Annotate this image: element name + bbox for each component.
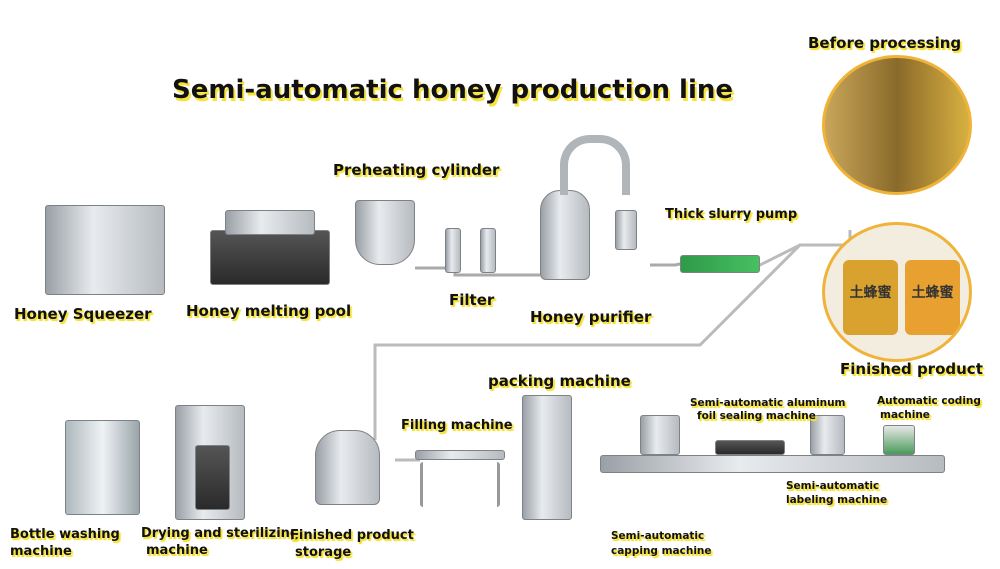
label-storage-1: Finished product bbox=[290, 528, 414, 543]
capping-machine bbox=[640, 415, 680, 455]
honey-purifier-machine bbox=[540, 190, 590, 280]
melting-pool-tanks bbox=[225, 210, 315, 235]
drying-machine-door bbox=[195, 445, 230, 510]
purifier-vapor-pipe bbox=[560, 135, 630, 195]
purifier-control-box bbox=[615, 210, 637, 250]
label-labeling-2: labeling machine bbox=[786, 494, 888, 506]
label-drying-1: Drying and sterilizing bbox=[141, 526, 300, 541]
finished-product-storage-tank bbox=[315, 430, 380, 505]
label-capping-2: capping machine bbox=[611, 545, 712, 557]
page-title: Semi-automatic honey production line bbox=[172, 75, 734, 105]
label-labeling-1: Semi-automatic bbox=[786, 480, 880, 492]
honey-jar-2: 土蜂蜜 bbox=[905, 260, 960, 335]
label-bottle-washing-1: Bottle washing bbox=[10, 527, 120, 542]
packing-machine bbox=[522, 395, 572, 520]
filter-1 bbox=[445, 228, 461, 273]
label-honey-purifier: Honey purifier bbox=[530, 308, 652, 326]
label-filter: Filter bbox=[449, 291, 495, 309]
thick-slurry-pump-machine bbox=[680, 255, 760, 273]
preheating-cylinder-machine bbox=[355, 200, 415, 265]
label-finished-product: Finished product bbox=[840, 360, 983, 378]
label-preheating-cylinder: Preheating cylinder bbox=[333, 161, 500, 179]
label-coding-2: machine bbox=[880, 409, 930, 421]
honey-squeezer-machine bbox=[45, 205, 165, 295]
labeling-machine bbox=[810, 415, 845, 455]
honey-jar-1: 土蜂蜜 bbox=[843, 260, 898, 335]
bottle-washing-machine bbox=[65, 420, 140, 515]
finished-product-photo: 土蜂蜜 土蜂蜜 bbox=[822, 222, 972, 362]
label-capping-1: Semi-automatic bbox=[611, 530, 705, 542]
filling-machine bbox=[415, 450, 505, 460]
label-before-processing: Before processing bbox=[808, 34, 962, 52]
filling-machine-stand bbox=[420, 462, 500, 507]
label-foil-sealing-2: foil sealing machine bbox=[697, 410, 816, 422]
label-storage-2: storage bbox=[295, 545, 352, 560]
label-coding-1: Automatic coding bbox=[877, 395, 981, 407]
filter-2 bbox=[480, 228, 496, 273]
label-packing-machine: packing machine bbox=[488, 372, 631, 390]
label-drying-2: machine bbox=[146, 543, 208, 558]
coding-machine bbox=[883, 425, 915, 455]
label-honey-melting-pool: Honey melting pool bbox=[186, 302, 352, 320]
honey-melting-pool-machine bbox=[210, 230, 330, 285]
label-thick-slurry-pump: Thick slurry pump bbox=[665, 207, 798, 222]
label-honey-squeezer: Honey Squeezer bbox=[14, 305, 152, 323]
label-foil-sealing-1: Semi-automatic aluminum bbox=[690, 397, 846, 409]
label-filling-machine: Filling machine bbox=[401, 418, 513, 433]
foil-sealing-machine bbox=[715, 440, 785, 455]
conveyor-belt bbox=[600, 455, 945, 473]
label-bottle-washing-2: machine bbox=[10, 544, 72, 559]
before-processing-photo bbox=[822, 55, 972, 195]
